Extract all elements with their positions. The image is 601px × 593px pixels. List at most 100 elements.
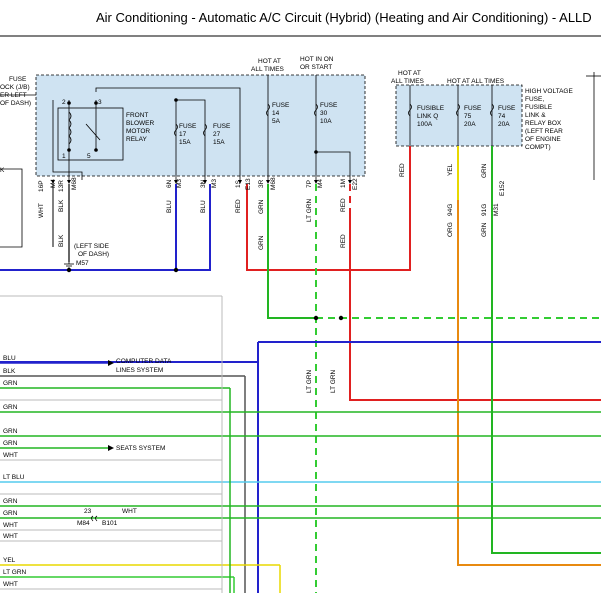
label-jb: OF DASH) — [0, 100, 31, 107]
label-relay: FRONT — [126, 112, 148, 119]
label-fuse74: 20A — [498, 121, 510, 128]
label-fusible-q: FUSIBLE — [417, 105, 445, 112]
label-fuse27: 15A — [213, 139, 225, 146]
hv-fuse-box — [395, 84, 523, 147]
label-fuse14: 5A — [272, 118, 281, 125]
label-bus: BLK — [3, 368, 16, 375]
ground-symbol — [64, 262, 74, 269]
label-connector: 16P — [38, 180, 45, 192]
label-bus: YEL — [3, 557, 16, 564]
label-hot-always-hv: ALL TIMES — [391, 78, 425, 85]
label-connector: M3 — [211, 179, 218, 188]
label-fuse27: 27 — [213, 131, 221, 138]
label-wire: GRN — [481, 163, 488, 178]
label-hv-box: RELAY BOX — [525, 120, 562, 127]
label-fuse75: FUSE — [464, 105, 482, 112]
label-connector: 6N — [166, 179, 173, 188]
page-title: Air Conditioning - Automatic A/C Circuit… — [96, 10, 592, 25]
label-splice: 23 — [84, 508, 92, 515]
label-wire: BLU — [166, 200, 173, 213]
label-bus: WHT — [3, 452, 18, 459]
label-fuse17: 15A — [179, 139, 191, 146]
label-wire: BLK — [58, 234, 65, 247]
label-wire: GRN — [258, 235, 265, 250]
label-bus: LT BLU — [3, 474, 25, 481]
label-fuse74: FUSE — [498, 105, 516, 112]
label-relay: RELAY — [126, 136, 147, 143]
left-component-edge — [0, 168, 23, 248]
label-fuse30: 30 — [320, 110, 328, 117]
label-hot-always-hv2: HOT AT ALL TIMES — [447, 78, 505, 85]
label-hv-box: OF ENGINE — [525, 136, 561, 143]
label-computer-data: COMPUTER DATA — [116, 358, 172, 365]
label-connector: 1M — [340, 179, 347, 188]
label-wire: E152 — [499, 180, 506, 196]
label-fuse17: FUSE — [179, 123, 197, 130]
label-wire: RED — [399, 163, 406, 177]
label-bus: GRN — [3, 404, 18, 411]
label-fuse74: 74 — [498, 113, 506, 120]
label-wire: RED — [235, 199, 242, 213]
label-fuse30: FUSE — [320, 102, 338, 109]
label-wire: M31 — [493, 203, 500, 216]
front-blower-motor-relay — [57, 107, 124, 161]
label-wire: RED — [340, 198, 347, 212]
label-wire: BLU — [200, 200, 207, 213]
label-bus: BLU — [3, 355, 16, 362]
junction-block-box — [35, 74, 366, 177]
label-jb: OCK (J/B) — [0, 84, 30, 91]
label-connector: M3 — [176, 179, 183, 188]
wire-red-1 — [246, 146, 411, 271]
label-fuse75: 20A — [464, 121, 476, 128]
label-wire: LT GRN — [306, 369, 313, 393]
label-wire: 94G — [447, 204, 454, 216]
label-fuse14: FUSE — [272, 102, 290, 109]
label-relay: MOTOR — [126, 128, 150, 135]
label-fuse-topleft: FUSE — [9, 76, 27, 83]
label-connector: 13R — [58, 180, 65, 192]
relay-switch — [85, 123, 101, 141]
label-hv-box: COMPT) — [525, 144, 551, 151]
arrow-seats — [108, 445, 114, 451]
label-pin: 1 — [62, 153, 66, 160]
label-ground: (LEFT SIDE — [74, 243, 110, 250]
label-connector: 3N — [200, 179, 207, 188]
label-connector: 7P — [306, 180, 313, 188]
label-hot-always-hv: HOT AT — [398, 70, 421, 77]
label-ground: OF DASH) — [78, 251, 109, 258]
label-splice: B101 — [102, 520, 118, 527]
label-bus: GRN — [3, 428, 18, 435]
label-wire: YEL — [447, 163, 454, 176]
label-splice: M84 — [77, 520, 90, 527]
label-computer-data: LINES SYSTEM — [116, 367, 163, 374]
wire-org — [457, 200, 601, 566]
label-seats-system: SEATS SYSTEM — [116, 445, 165, 452]
label-bus: WHT — [3, 533, 18, 540]
label-hot-on-start: HOT IN ON — [300, 56, 334, 63]
label-fuse17: 17 — [179, 131, 187, 138]
label-relay: BLOWER — [126, 120, 154, 127]
arrow-computer-data — [108, 360, 114, 366]
label-wire: LT GRN — [330, 369, 337, 393]
label-fuse30: 10A — [320, 118, 332, 125]
wire-blu-trunk — [0, 361, 259, 593]
label-wire: BLK — [58, 199, 65, 212]
label-fusible-q: 100A — [417, 121, 433, 128]
label-connector: M68 — [71, 177, 78, 190]
label-bus: WHT — [3, 581, 18, 588]
splice-b101 — [91, 515, 98, 522]
wire-red-3 — [349, 210, 601, 401]
label-fuse27: FUSE — [213, 123, 231, 130]
label-fusible-q: LINK Q — [417, 113, 438, 120]
label-connector: M68 — [270, 177, 277, 190]
label-k: K — [0, 167, 5, 174]
label-bus: WHT — [3, 522, 18, 529]
label-wire: ORG — [447, 222, 454, 237]
label-pin: 5 — [87, 153, 91, 160]
label-connector: E22 — [352, 178, 359, 190]
label-connector: 1S — [235, 179, 242, 188]
label-ground: M57 — [76, 260, 89, 267]
label-bus: GRN — [3, 498, 18, 505]
label-wire: LT GRN — [306, 198, 313, 222]
